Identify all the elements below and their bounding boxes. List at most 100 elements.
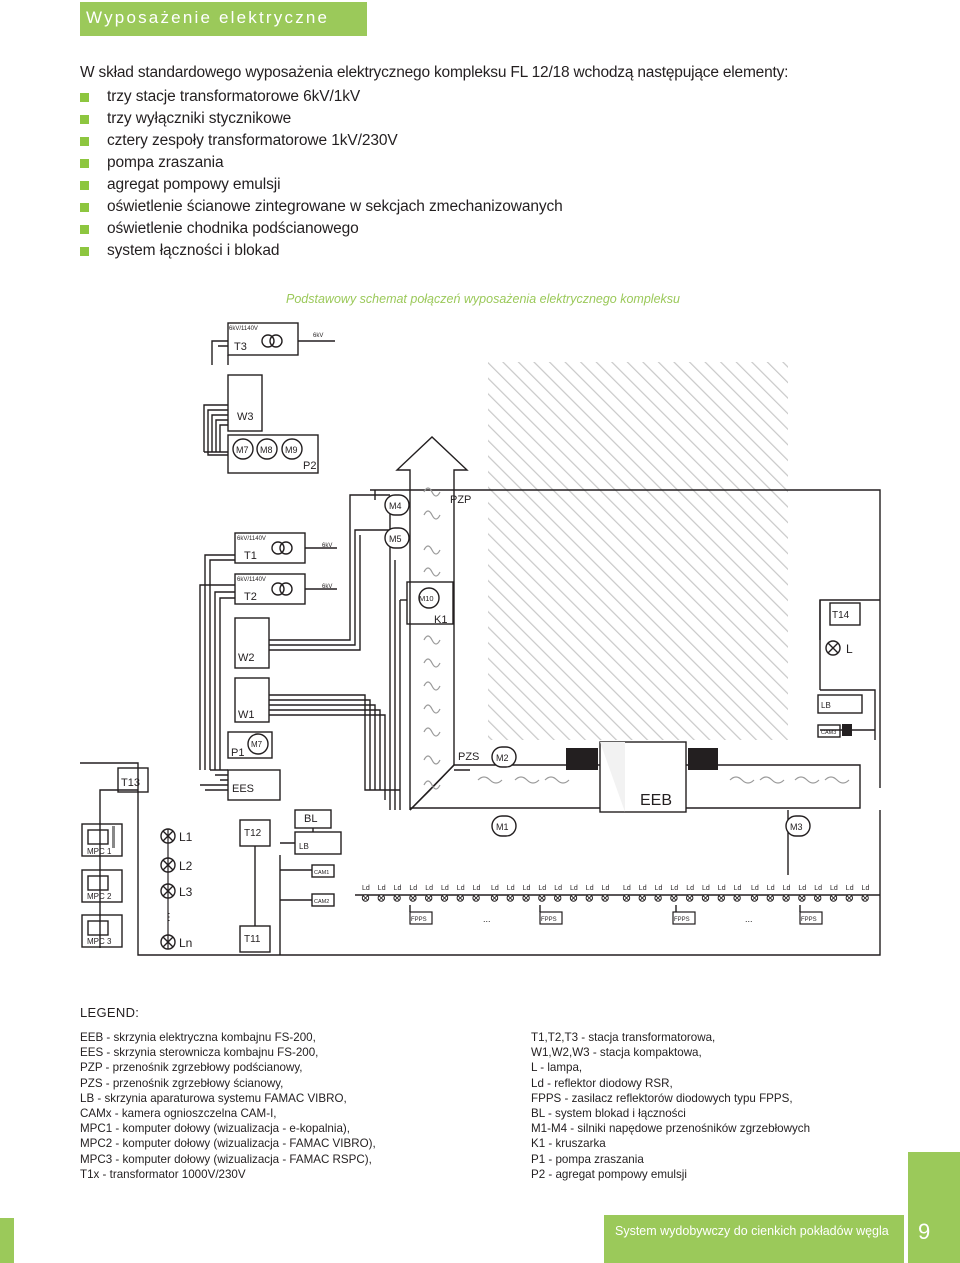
ld-reflector-icon: Ld (733, 885, 741, 902)
l-label: L (846, 642, 853, 656)
fpps-label-1: FPPS (411, 917, 427, 923)
ld-label: Ld (507, 885, 515, 892)
cam2-label: CAM2 (314, 899, 329, 905)
ld-label: Ld (702, 885, 710, 892)
ld-reflector-icon: Ld (861, 885, 870, 902)
fpps-label-2: FPPS (541, 917, 557, 923)
ld-label: Ld (862, 885, 870, 892)
t1-kv-label: 6kV (322, 543, 332, 549)
l2-label: L2 (179, 859, 193, 873)
eeb-label: EEB (640, 792, 672, 809)
ld-reflector-icon: Ld (717, 885, 726, 902)
ld-label: Ld (783, 885, 791, 892)
legend-item: K1 - kruszarka (531, 1137, 606, 1151)
list-item: oświetlenie ścianowe zintegrowane w sekc… (80, 196, 563, 218)
legend-item: EEB - skrzynia elektryczna kombajnu FS-2… (80, 1031, 316, 1044)
ld-label: Ld (457, 885, 465, 892)
t3-kv-label: 6kV (313, 333, 323, 339)
p1-pump-box (227, 731, 273, 759)
l3-label: L3 (179, 885, 193, 899)
ld-label: Ld (670, 885, 678, 892)
cam3-box (817, 724, 841, 738)
ld-label: Ld (602, 885, 610, 892)
p2-label: P2 (303, 460, 316, 472)
ld-label: Ld (491, 885, 499, 892)
legend-item: EES - skrzynia sterownicza kombajnu FS-2… (80, 1046, 319, 1060)
fpps-label-3: FPPS (674, 917, 690, 923)
legend-item: CAMx - kamera ognioszczelna CAM-I, (80, 1107, 277, 1121)
list-item: system łączności i blokad (80, 240, 563, 262)
bullet-square-icon (80, 180, 89, 190)
ld-reflector-icon: Ld (829, 885, 838, 902)
k1-label: K1 (434, 614, 447, 626)
ld-reflector-icon: Ld (377, 885, 386, 902)
lamp-l-icon (825, 640, 841, 656)
m4-motor-icon (384, 494, 410, 516)
ld-reflector-icon: Ld (798, 885, 806, 902)
w2-station-box (234, 617, 270, 669)
t3-ratio-label: 6kV/1140V (229, 326, 258, 332)
t14-label: T14 (832, 610, 850, 621)
ld-label: Ld (623, 885, 631, 892)
t12-label: T12 (244, 828, 262, 839)
feature-list: trzy stacje transformatorowe 6kV/1kV trz… (80, 86, 563, 262)
list-item: agregat pompowy emulsji (80, 174, 563, 196)
section-title: Wyposażenie elektryczne (86, 8, 330, 27)
m1-label: M1 (496, 822, 509, 832)
ld-reflector-icon: Ld (845, 885, 854, 902)
legend-item: PZS - przenośnik zgrzebłowy ścianowy, (80, 1076, 284, 1090)
fpps-ellipsis-1: ... (483, 914, 491, 924)
ld-reflector-icon: Ld (409, 885, 417, 902)
ld-reflector-icon: Ld (538, 885, 546, 902)
ld-label: Ld (586, 885, 594, 892)
cam3-label: CAM3 (821, 730, 836, 736)
ld-reflector-icon: Ld (638, 885, 647, 902)
ln-label: Ln (179, 936, 192, 950)
eeb-right-motor-block (688, 748, 718, 770)
legend-item: W1,W2,W3 - stacja kompaktowa, (531, 1046, 702, 1060)
ld-label: Ld (751, 885, 759, 892)
bullet-square-icon (80, 92, 89, 102)
w2-label: W2 (238, 652, 255, 664)
ld-reflector-icon: Ld (554, 885, 562, 902)
lamp-ellipsis-label: ⋮ (164, 912, 174, 923)
ld-label: Ld (686, 885, 694, 892)
t2-ratio-label: 6kV/1140V (237, 577, 266, 583)
ld-reflector-icon: Ld (569, 885, 578, 902)
ld-reflector-icon: Ld (425, 885, 433, 902)
ld-label: Ld (814, 885, 822, 892)
ld-reflector-icon: Ld (814, 885, 822, 902)
footer-title: System wydobywczy do cienkich pokładów w… (615, 1224, 889, 1238)
w3-label: W3 (237, 411, 254, 423)
mpc1-computer-box (81, 823, 123, 857)
eeb-left-motor-block (566, 748, 598, 770)
ld-reflector-row: Ld Ld Ld Ld Ld Ld Ld Ld Ld Ld Ld Ld Ld Ld Ld Ld Ld Ld Ld Ld… (361, 885, 870, 902)
w1-label: W1 (238, 709, 255, 721)
left-accent-strip (0, 1218, 14, 1263)
ld-reflector-icon: Ld (393, 885, 401, 902)
ees-label: EES (232, 783, 254, 795)
fpps-box-1 (409, 911, 433, 925)
m3-motor-icon (785, 815, 811, 837)
list-item: trzy stacje transformatorowe 6kV/1kV (80, 86, 563, 108)
ld-label: Ld (830, 885, 838, 892)
section-header-bar (80, 2, 367, 36)
m10-motor-icon (418, 587, 440, 609)
bullet-square-icon (80, 114, 89, 124)
mpc2-label: MPC 2 (87, 892, 112, 901)
legend-item: FPPS - zasilacz reflektorów diodowych ty… (531, 1091, 793, 1105)
ld-reflector-icon: Ld (440, 885, 449, 902)
mpc2-computer-box (81, 869, 123, 903)
m1-motor-icon (491, 815, 517, 837)
t3-station-box (227, 322, 299, 356)
ld-reflector-icon: Ld (601, 885, 610, 902)
ld-label: Ld (425, 885, 433, 892)
ld-reflector-icon: Ld (472, 885, 480, 902)
cam1-label: CAM1 (314, 870, 329, 876)
bullet-square-icon (80, 158, 89, 168)
page-number: 9 (918, 1219, 931, 1244)
legend-item: MPC3 - komputer dołowy (wizualizacja - F… (80, 1152, 372, 1166)
fpps-label-4: FPPS (801, 917, 817, 923)
ld-label: Ld (655, 885, 663, 892)
ld-reflector-icon: Ld (750, 885, 759, 902)
